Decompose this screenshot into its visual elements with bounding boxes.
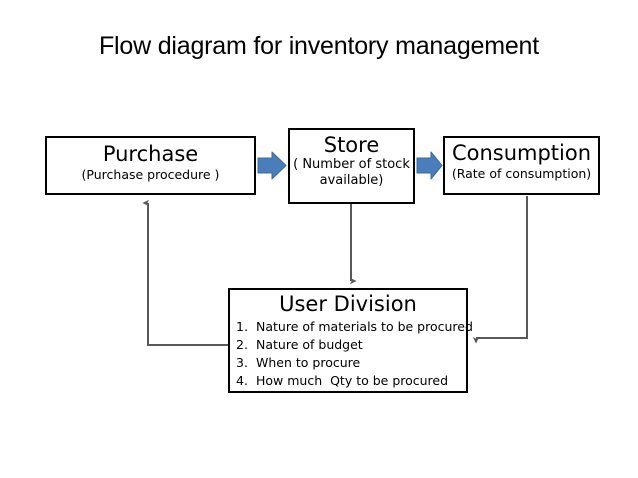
node-consumption-subtitle: (Rate of consumption): [451, 166, 592, 182]
list-item-number: 3.: [236, 355, 248, 371]
node-consumption-title: Consumption: [451, 141, 592, 165]
page-title: Flow diagram for inventory management: [98, 32, 540, 60]
list-item: 4. How much Qty to be procured: [230, 372, 466, 390]
node-store-title: Store: [323, 133, 380, 157]
connector-store-to-consumption: [416, 151, 443, 180]
list-item-number: 1.: [236, 319, 248, 335]
list-item: 2. Nature of budget: [230, 336, 466, 354]
connector-user-division-to-purchase: [142, 199, 228, 346]
node-store-subtitle-line1: ( Number of stock: [293, 157, 410, 173]
list-item: 1. Nature of materials to be procured: [230, 318, 473, 336]
list-item-label: How much Qty to be procured: [256, 373, 449, 389]
node-purchase[interactable]: Purchase (Purchase procedure ): [45, 136, 256, 195]
node-store-subtitle-line2: available): [319, 173, 384, 189]
node-store[interactable]: Store ( Number of stock available): [288, 128, 415, 204]
list-item-label: When to procure: [256, 355, 361, 371]
list-item-label: Nature of budget: [256, 337, 363, 353]
connector-purchase-to-store: [257, 151, 287, 180]
list-item-number: 2.: [236, 337, 248, 353]
list-item-label: Nature of materials to be procured: [256, 319, 473, 335]
node-purchase-title: Purchase: [102, 142, 199, 166]
node-purchase-subtitle: (Purchase procedure ): [81, 167, 220, 183]
list-item-number: 4.: [236, 373, 248, 389]
node-user-division-title: User Division: [279, 292, 417, 316]
node-user-division[interactable]: User Division 1. Nature of materials to …: [228, 288, 473, 393]
connector-consumption-to-user-division: [472, 196, 528, 344]
node-consumption[interactable]: Consumption (Rate of consumption): [443, 136, 600, 195]
list-item: 3. When to procure: [230, 354, 466, 372]
user-division-list: 1. Nature of materials to be procured 2.…: [230, 318, 473, 391]
